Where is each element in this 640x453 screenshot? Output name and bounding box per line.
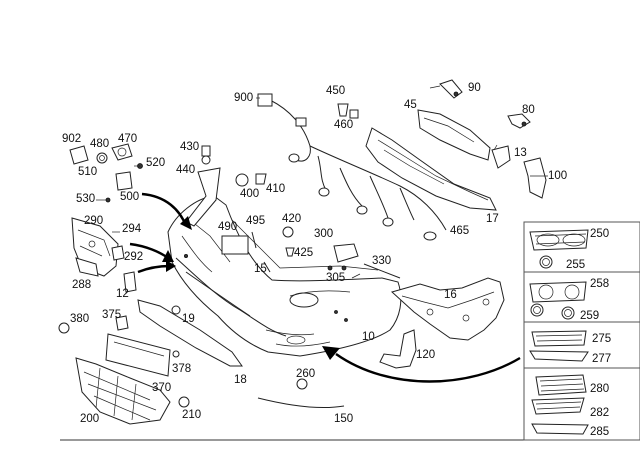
callout-259: 259: [580, 310, 599, 322]
callout-530: 530: [76, 193, 95, 205]
callout-16: 16: [444, 289, 457, 301]
callout-420: 420: [282, 213, 301, 225]
callout-45: 45: [404, 99, 417, 111]
callout-490: 490: [218, 221, 237, 233]
callout-465: 465: [450, 225, 469, 237]
callout-120: 120: [416, 349, 435, 361]
part-150-strip: [257, 397, 345, 409]
callout-90: 90: [468, 82, 481, 94]
callout-258: 258: [590, 278, 609, 290]
callout-18: 18: [234, 374, 247, 386]
part-288-bracket: [75, 257, 99, 277]
callout-290: 290: [84, 215, 103, 227]
callout-425: 425: [294, 247, 313, 259]
callout-250: 250: [590, 228, 609, 240]
callout-282: 282: [590, 407, 609, 419]
callout-275: 275: [592, 333, 611, 345]
part-280-grille: [535, 374, 587, 396]
assembly-arrows: [129, 192, 521, 383]
callout-440: 440: [176, 164, 195, 176]
part-45-trim: [417, 109, 491, 161]
callout-285: 285: [590, 426, 609, 438]
variant-panel: [523, 221, 640, 441]
callout-260: 260: [296, 368, 315, 380]
callout-200: 200: [80, 413, 99, 425]
callout-80: 80: [522, 104, 535, 116]
part-13-bracket: [491, 145, 511, 169]
part-465-wiring-harness: [257, 93, 447, 241]
small-fasteners: [58, 143, 359, 408]
part-120-bracket: [379, 329, 417, 369]
part-275-strip: [531, 330, 587, 347]
part-16-bracket: [390, 277, 505, 341]
part-200-lower-grille: [75, 357, 171, 425]
part-12-bracket: [123, 271, 137, 293]
callout-10: 10: [362, 331, 375, 343]
callout-305: 305: [326, 272, 345, 284]
callout-495: 495: [246, 215, 265, 227]
callout-294: 294: [122, 223, 142, 235]
callout-450: 450: [326, 85, 345, 97]
callout-400: 400: [240, 188, 259, 200]
callout-410: 410: [266, 183, 285, 195]
callout-378: 378: [172, 363, 191, 375]
callout-15: 15: [254, 263, 267, 275]
callout-430: 430: [180, 141, 199, 153]
part-17-carrier: [365, 127, 497, 211]
part-277-strip: [529, 350, 589, 362]
callout-288: 288: [72, 279, 91, 291]
part-90-bracket: [439, 79, 463, 99]
callout-255: 255: [566, 259, 585, 271]
callout-280: 280: [590, 383, 609, 395]
part-450-clip: [337, 103, 359, 119]
part-80-bracket: [507, 113, 531, 129]
part-330-trim: [363, 263, 401, 279]
callout-460: 460: [334, 119, 353, 131]
callout-330: 330: [372, 255, 391, 267]
part-370-plate-holder: [105, 333, 171, 377]
part-255-ring: [539, 255, 553, 269]
callout-510: 510: [78, 166, 97, 178]
part-259-rings: [530, 303, 575, 320]
callout-300: 300: [314, 228, 333, 240]
callout-470: 470: [118, 133, 137, 145]
callout-370: 370: [152, 382, 171, 394]
callout-500: 500: [120, 191, 139, 203]
callout-902: 902: [62, 133, 81, 145]
callout-17: 17: [486, 213, 499, 225]
callout-375: 375: [102, 309, 121, 321]
callout-210: 210: [182, 409, 201, 421]
part-258-grille: [529, 281, 587, 303]
callout-900: 900: [234, 92, 253, 104]
callout-13: 13: [514, 147, 527, 159]
part-250-grille: [529, 229, 589, 251]
leader-lines: [256, 85, 548, 279]
part-18-strip: [137, 299, 243, 367]
callout-292: 292: [124, 251, 143, 263]
part-285-strip: [531, 423, 589, 435]
callout-19: 19: [182, 313, 195, 325]
callout-labels: 900 450 460 90 45 80 13 100 17 465 902 4…: [62, 82, 611, 438]
callout-150: 150: [334, 413, 353, 425]
callout-277: 277: [592, 353, 611, 365]
callout-480: 480: [90, 138, 109, 150]
connector-900: [257, 93, 273, 107]
callout-100: 100: [548, 170, 567, 182]
part-100-bracket: [523, 157, 547, 199]
callout-380: 380: [70, 313, 89, 325]
part-282-grille: [531, 397, 585, 415]
callout-520: 520: [146, 157, 165, 169]
callout-12: 12: [116, 288, 129, 300]
